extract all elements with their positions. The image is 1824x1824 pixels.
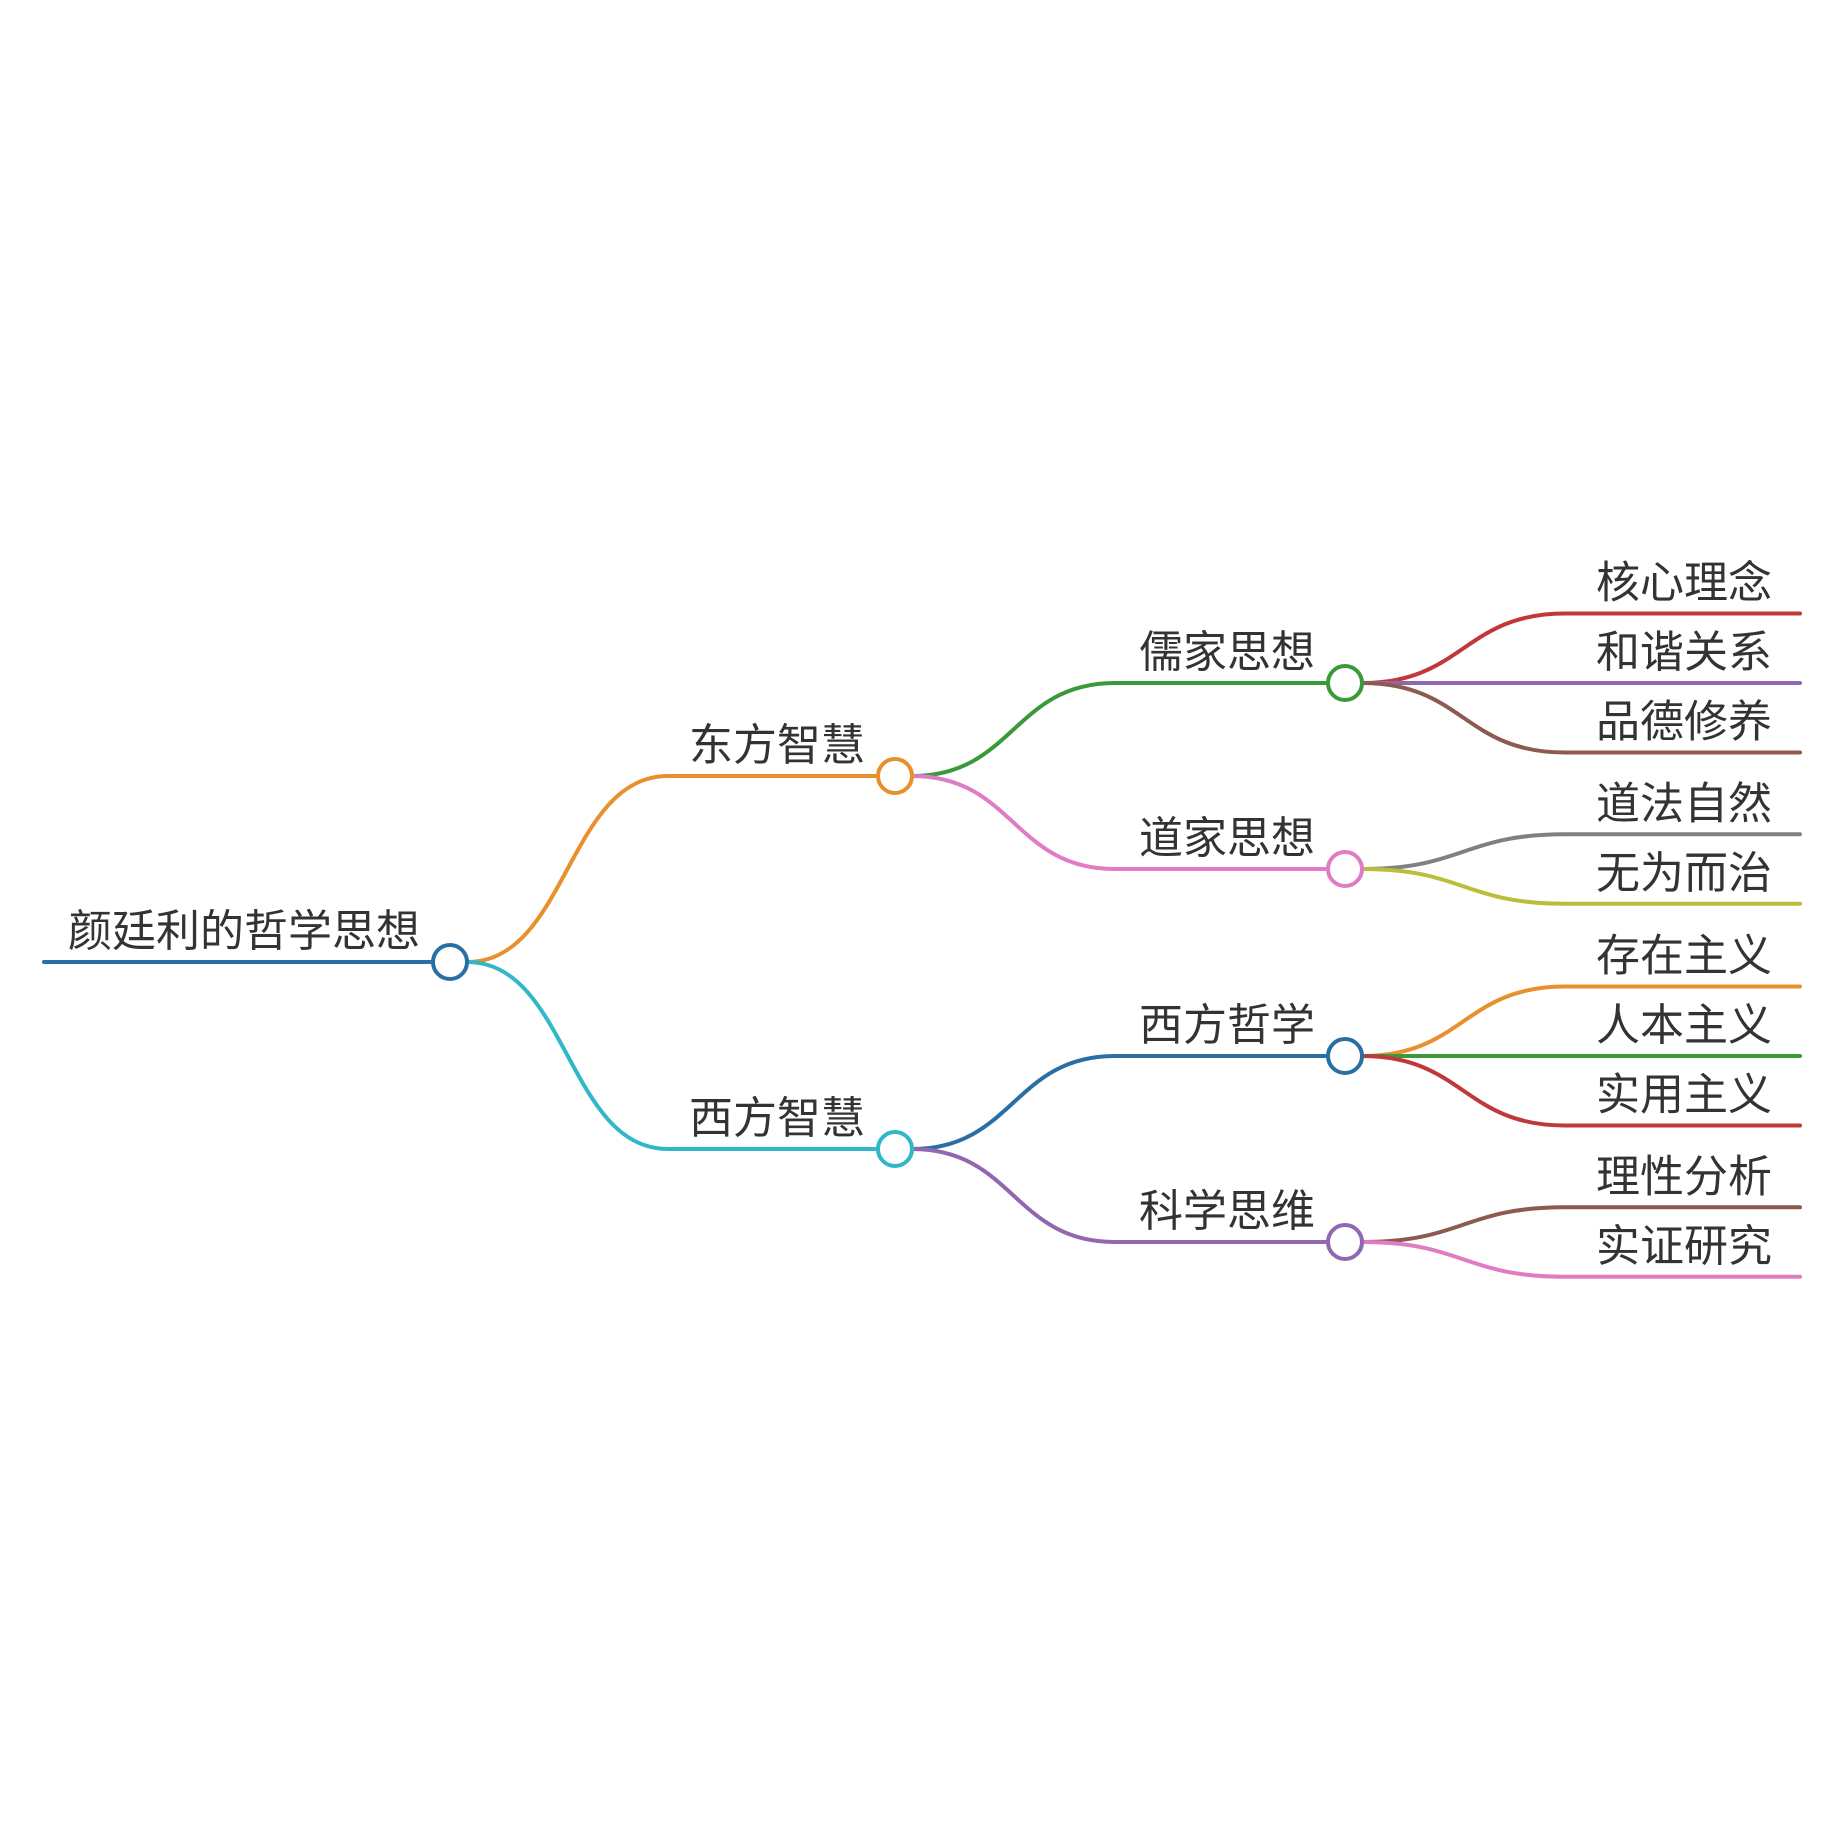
edge-level2 bbox=[910, 1054, 1330, 1151]
level1-node-toggle[interactable] bbox=[876, 757, 914, 795]
edge-level2 bbox=[910, 681, 1330, 778]
leaf-node-label: 实用主义 bbox=[1596, 1070, 1772, 1121]
level2-node-toggle[interactable] bbox=[1326, 664, 1364, 702]
leaf-node-label: 存在主义 bbox=[1596, 931, 1772, 982]
leaf-node-label: 无为而治 bbox=[1596, 848, 1772, 899]
level2-node-label: 西方哲学 bbox=[1139, 1000, 1315, 1051]
edge-leaf bbox=[1360, 1205, 1802, 1244]
level2-node-label: 儒家思想 bbox=[1139, 627, 1315, 678]
level2-node-toggle[interactable] bbox=[1326, 850, 1364, 888]
edge-leaf bbox=[1360, 611, 1802, 685]
level2-node-label: 道家思想 bbox=[1139, 813, 1315, 864]
edge-level1 bbox=[465, 774, 880, 964]
level1-node-label: 西方智慧 bbox=[689, 1093, 865, 1144]
level2-node-label: 科学思维 bbox=[1139, 1186, 1315, 1237]
edge-level2 bbox=[910, 774, 1330, 871]
leaf-node-label: 理性分析 bbox=[1596, 1151, 1772, 1202]
leaf-node-label: 道法自然 bbox=[1596, 778, 1772, 829]
level1-node-label: 东方智慧 bbox=[689, 720, 865, 771]
level2-node-toggle[interactable] bbox=[1326, 1223, 1364, 1261]
edge-layer bbox=[42, 611, 1802, 1279]
edge-leaf bbox=[1360, 984, 1802, 1058]
level1-node-toggle[interactable] bbox=[876, 1130, 914, 1168]
edge-leaf bbox=[1360, 681, 1802, 755]
leaf-node-label: 品德修养 bbox=[1596, 697, 1772, 748]
root-node-label: 颜廷利的哲学思想 bbox=[68, 906, 420, 957]
edge-leaf bbox=[1360, 867, 1802, 906]
edge-level1 bbox=[465, 960, 880, 1151]
edge-leaf bbox=[1360, 1054, 1802, 1128]
root-node-toggle[interactable] bbox=[431, 943, 469, 981]
edge-leaf bbox=[1360, 1240, 1802, 1279]
leaf-node-label: 实证研究 bbox=[1596, 1221, 1772, 1272]
leaf-node-label: 人本主义 bbox=[1596, 1000, 1772, 1051]
edge-leaf bbox=[1360, 832, 1802, 871]
leaf-node-label: 和谐关系 bbox=[1596, 627, 1772, 678]
node-layer bbox=[431, 664, 1364, 1261]
leaf-node-label: 核心理念 bbox=[1596, 558, 1772, 609]
level2-node-toggle[interactable] bbox=[1326, 1037, 1364, 1075]
edge-level2 bbox=[910, 1147, 1330, 1244]
